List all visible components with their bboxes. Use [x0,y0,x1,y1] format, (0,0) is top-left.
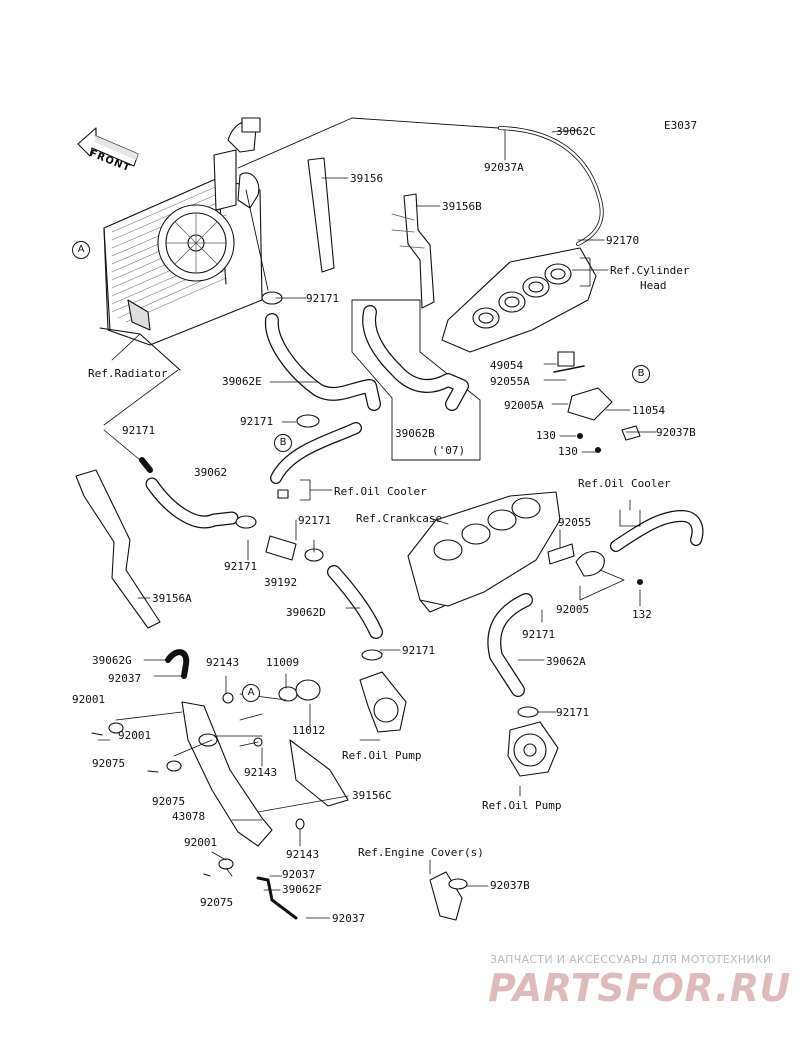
ref-engine-cover-label: Ref.Engine Cover(s) [358,846,484,859]
part-label: 92005A [504,399,544,412]
part-label: 92055A [490,375,530,388]
part-label: 39156A [152,592,192,605]
part-label: 11009 [266,656,300,669]
part-label: 11054 [632,404,666,417]
sleeve-39156-shape [307,157,335,273]
crankcase-illustration [407,491,561,613]
ref-cylinder-head-label-2: Head [640,279,667,292]
ref-oil-cooler-label: Ref.Oil Cooler [334,485,427,498]
ref-crankcase-label: Ref.Crankcase [356,512,443,525]
part-label: 92170 [606,234,640,247]
watermark-tagline: ЗАПЧАСТИ И АКСЕССУАРЫ ДЛЯ МОТОТЕХНИКИ [490,953,772,966]
part-label: 39062B [395,427,435,440]
part-label: 92171 [224,560,258,573]
ref-oil-cooler-right-label: Ref.Oil Cooler [578,477,671,490]
part-label: 39192 [264,576,298,589]
part-label: 39062G [92,654,132,667]
part-label: 92075 [92,757,126,770]
ref-radiator-label: Ref.Radiator [88,367,168,380]
part-label: 39156C [352,789,392,802]
part-label: 92171 [556,706,590,719]
part-label: 92037B [656,426,696,439]
part-label: 92037 [108,672,142,685]
oil-pump-right-illustration [507,721,559,777]
part-label: 132 [632,608,652,621]
part-label: 92075 [152,795,186,808]
part-label: 92075 [200,896,234,909]
part-label: 92001 [184,836,218,849]
part-label: 92171 [522,628,556,641]
callout-b-thermostat: B [632,365,650,383]
oil-pump-left-illustration [359,649,407,733]
part-label: 92171 [240,415,274,428]
part-label: 92001 [118,729,152,742]
part-label: 130 [558,445,578,458]
watermark-logo: PARTSFOR.RU [488,966,791,1010]
part-label: 92001 [72,693,106,706]
part-label: 11012 [292,724,326,737]
ref-oil-pump-left-label: Ref.Oil Pump [342,749,422,762]
callout-a-lower: A [242,684,260,702]
part-label: 39062F [282,883,322,896]
part-label: 92143 [244,766,278,779]
part-label: 43078 [172,810,206,823]
part-label: 39062A [546,655,586,668]
front-arrow-icon [77,127,139,167]
bracket-39156b-shape [403,193,435,309]
part-label: 39062C [556,125,596,138]
part-label: 39062 [194,466,228,479]
engine-cover-bracket-shape [429,871,463,921]
part-label: 92143 [286,848,320,861]
part-label: 92037 [332,912,366,925]
lower-hose-assembly-illustration [91,649,349,920]
bracket-39156a-shape [75,469,161,629]
part-label: 92143 [206,656,240,669]
part-label: 39062D [286,606,326,619]
part-label: 39062E [222,375,262,388]
part-label: 92171 [298,514,332,527]
part-label: 92037A [484,161,524,174]
callout-b-hose: B [274,434,292,452]
part-label: 130 [536,429,556,442]
hose-39062c-shape [498,126,604,246]
part-label: 92171 [122,424,156,437]
part-label: 92171 [306,292,340,305]
cylinder-head-illustration [441,247,597,353]
part-label: 92037B [490,879,530,892]
part-label: 92171 [402,644,436,657]
part-label: ('07) [432,444,466,457]
part-label: 39156B [442,200,482,213]
part-label: 39156 [350,172,384,185]
diagram-code: E3037 [664,119,698,132]
ref-oil-pump-right-label: Ref.Oil Pump [482,799,562,812]
part-label: 92055 [558,516,592,529]
variant-box [351,299,481,461]
leader-lines [97,129,657,919]
ref-cylinder-head-label: Ref.Cylinder [610,264,690,277]
part-label: 49054 [490,359,524,372]
part-label: 92037 [282,868,316,881]
callout-a-radiator: A [72,241,90,259]
part-label: 92005 [556,603,590,616]
